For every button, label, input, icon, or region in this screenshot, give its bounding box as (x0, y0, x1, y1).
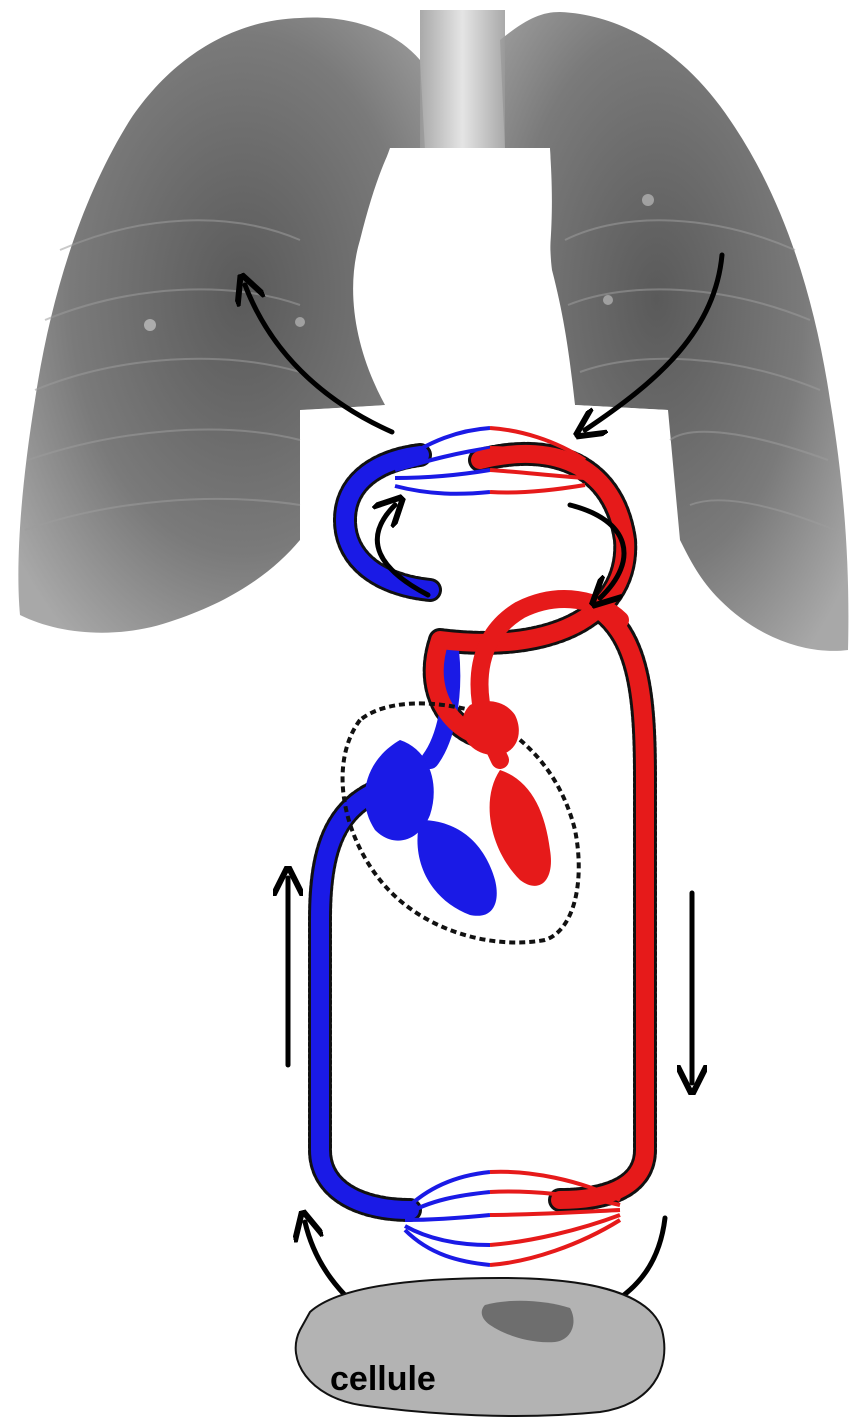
left-ventricle (490, 770, 551, 886)
cell: cellule (296, 1278, 665, 1416)
trachea (420, 10, 505, 150)
cell-label: cellule (330, 1360, 436, 1398)
right-ventricle (417, 820, 496, 916)
systemic-capillaries (405, 1172, 620, 1265)
left-atrium (462, 701, 519, 755)
